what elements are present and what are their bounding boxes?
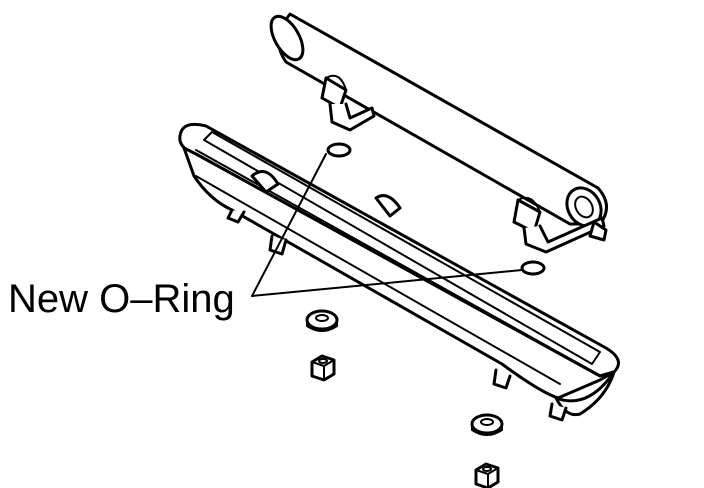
callout-leader-lines — [251, 153, 523, 297]
fuel-rail-icon — [269, 12, 608, 254]
hex-nut-icon — [310, 354, 336, 382]
washer-icon — [470, 413, 504, 436]
o-ring-callout-label: New O–Ring — [8, 277, 235, 321]
washer-icon — [305, 309, 339, 332]
o-ring-icon — [520, 260, 546, 276]
hex-nut-icon — [474, 462, 500, 488]
intake-manifold-icon — [178, 122, 620, 422]
o-ring-icon — [326, 142, 352, 158]
